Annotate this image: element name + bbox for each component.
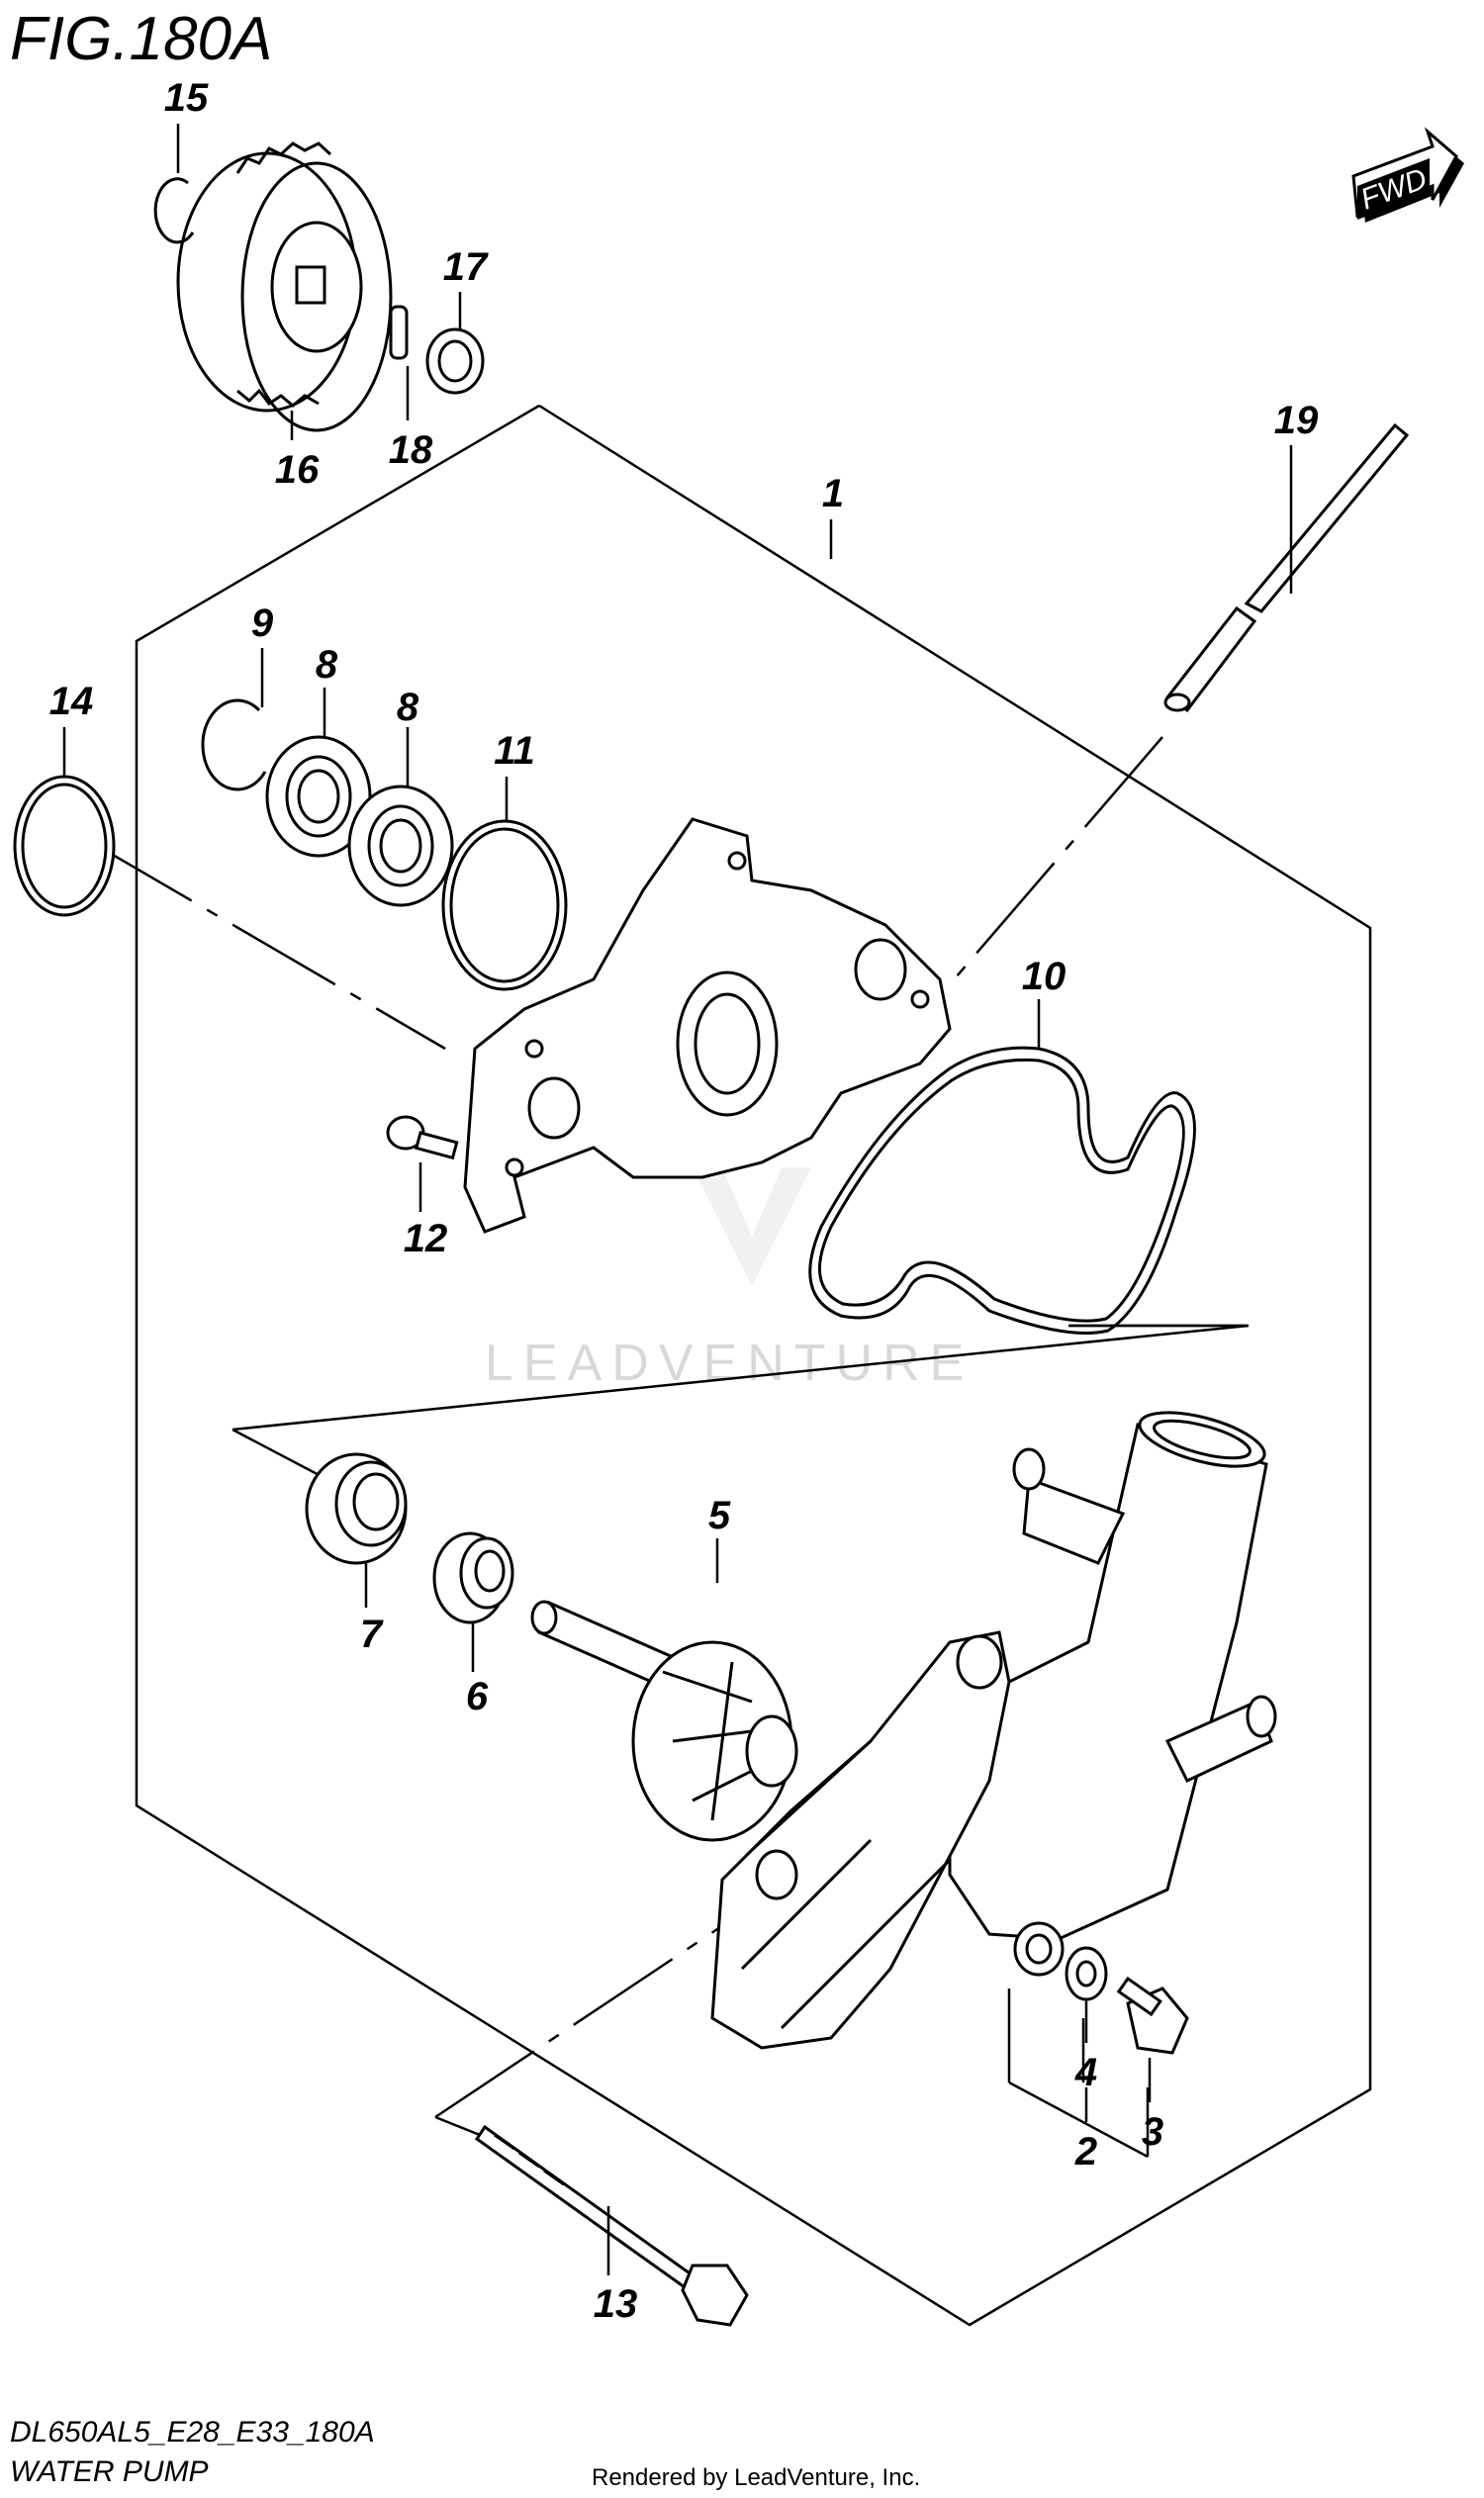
callout-5: 5 xyxy=(708,1494,731,1537)
callout-11: 11 xyxy=(494,729,535,773)
callout-6: 6 xyxy=(466,1675,489,1718)
part-3-bolt xyxy=(1116,1976,1189,2055)
part-17-washer xyxy=(425,327,485,395)
callout-19: 19 xyxy=(1274,399,1319,442)
callout-17: 17 xyxy=(443,245,489,289)
part-9-circlip xyxy=(201,698,267,791)
callout-8-a: 8 xyxy=(316,643,338,687)
callout-13: 13 xyxy=(594,2282,638,2326)
part-5-impeller-shaft xyxy=(530,1600,798,1842)
callout-10: 10 xyxy=(1022,955,1067,998)
pump-body-plate xyxy=(463,817,952,1234)
callout-14: 14 xyxy=(49,680,94,723)
part-4-washer xyxy=(1065,1946,1108,2001)
part-6-mechanical-seal xyxy=(432,1531,514,1624)
section-name: WATER PUMP xyxy=(10,2455,209,2488)
part-10-gasket xyxy=(808,1046,1196,1335)
part-8-bearing-a xyxy=(265,735,372,858)
callout-8-b: 8 xyxy=(397,686,419,729)
part-18-pin xyxy=(389,305,409,360)
callout-leaders xyxy=(62,124,1293,2275)
callout-labels: 1 2 3 4 5 6 7 8 8 9 10 11 12 13 14 15 16… xyxy=(49,76,1319,2326)
callout-7: 7 xyxy=(360,1613,384,1656)
callout-2: 2 xyxy=(1074,2130,1097,2174)
part-19-hose xyxy=(1163,422,1410,713)
part-8-bearing-b xyxy=(347,785,454,907)
callout-4: 4 xyxy=(1074,2051,1097,2094)
part-7-seal xyxy=(305,1452,408,1565)
part-11-o-ring xyxy=(441,819,568,991)
part-12-screw xyxy=(386,1115,459,1160)
fwd-arrow-icon: FWD xyxy=(1351,127,1464,223)
callout-18: 18 xyxy=(389,428,433,472)
part-16-gear xyxy=(176,141,393,432)
pump-housing xyxy=(710,1411,1277,2050)
part-13-long-bolt xyxy=(474,2124,749,2327)
assembly-outline xyxy=(135,404,1372,2327)
watermark-text: LEADVENTURE xyxy=(485,1335,974,1392)
part-14-o-ring xyxy=(13,775,116,917)
callout-1: 1 xyxy=(822,472,844,515)
part-15-circlip xyxy=(153,177,195,244)
callout-9: 9 xyxy=(251,601,274,645)
callout-15: 15 xyxy=(164,76,209,120)
callout-16: 16 xyxy=(275,448,320,492)
callout-12: 12 xyxy=(404,1217,448,1260)
figure-title: FIG.180A xyxy=(10,5,272,73)
model-code: DL650AL5_E28_E33_180A xyxy=(10,2416,375,2449)
callout-3: 3 xyxy=(1142,2110,1163,2154)
render-credit: Rendered by LeadVenture, Inc. xyxy=(592,2464,920,2491)
